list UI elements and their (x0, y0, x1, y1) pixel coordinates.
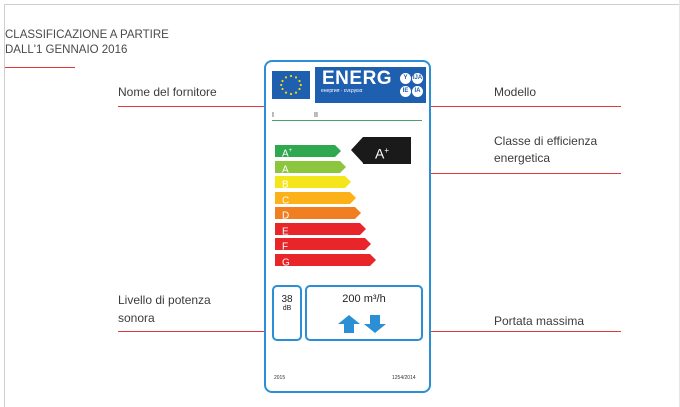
efficiency-bar: F (275, 238, 371, 253)
callout-model-label: Modello (494, 85, 537, 99)
efficiency-bar-letter: G (282, 256, 290, 268)
callout-flow-line (395, 331, 621, 332)
rated-class-letter: A (375, 145, 385, 162)
label-regulation: 1254/2014 (392, 375, 416, 381)
efficiency-bar-letter: D (282, 210, 290, 222)
efficiency-bar: E (275, 222, 366, 237)
supplier-model-rule (272, 120, 422, 121)
efficiency-bar-tip (360, 222, 366, 235)
header-line-1: CLASSIFICAZIONE A PARTIRE (5, 29, 169, 41)
efficiency-bar-letter: A (282, 148, 289, 160)
lang-code-ia: IA (412, 86, 423, 97)
rated-class-arrow-tip (351, 137, 363, 163)
callout-supplier-line (118, 106, 296, 107)
callout-class-label-1: Classe di efficienza (494, 134, 598, 148)
energ-subtitle: енергия · ενεργεια (321, 88, 363, 94)
energ-wordmark: ENERG (322, 68, 393, 89)
sound-power-unit: dB (282, 305, 292, 312)
rated-class-sup: + (384, 146, 390, 155)
header-underline (5, 67, 75, 68)
callout-class-line (397, 173, 621, 174)
efficiency-bar-letter: A (282, 163, 289, 175)
lang-code-ija: IJA (412, 73, 423, 84)
sound-power-box: 38 dB (272, 285, 302, 341)
lang-code-ie: IE (400, 86, 411, 97)
efficiency-bar-tip (355, 207, 361, 219)
efficiency-bar-sup: + (288, 148, 293, 154)
callout-sound-label-1: Livello di potenza (118, 293, 211, 307)
efficiency-bar: D (275, 207, 361, 222)
efficiency-bar-tip (335, 145, 341, 157)
label-year: 2015 (274, 375, 286, 381)
rated-class-arrow: A+ (351, 137, 411, 164)
max-flow-box: 200 m³/h (305, 285, 423, 341)
efficiency-bar-letter: F (282, 241, 289, 253)
lang-code-y: Y (400, 73, 411, 84)
efficiency-bar: A+ (275, 145, 341, 160)
efficiency-bar: G (275, 253, 376, 268)
supplier-field-marker: I (272, 112, 274, 119)
efficiency-bar: A (275, 160, 346, 175)
header-line-2: DALL'1 GENNAIO 2016 (5, 44, 128, 56)
callout-class-label-2: energetica (494, 151, 551, 165)
efficiency-bar-letter: C (282, 194, 290, 206)
efficiency-bar-letter: E (282, 225, 289, 237)
model-field-marker: II (314, 112, 318, 119)
sound-power-value: 38 (281, 294, 293, 305)
efficiency-bar: B (275, 176, 351, 191)
efficiency-bar-tip (370, 253, 376, 266)
efficiency-bar: C (275, 191, 356, 206)
efficiency-bar-tip (345, 176, 351, 188)
callout-supplier-label: Nome del fornitore (118, 85, 217, 99)
efficiency-bar-tip (365, 238, 371, 250)
callout-sound-line (118, 331, 293, 332)
efficiency-bar-letter: B (282, 179, 289, 191)
eu-flag-icon (272, 71, 310, 99)
max-flow-value: 200 m³/h (342, 293, 386, 305)
efficiency-bar-tip (340, 160, 346, 173)
callout-model-line (343, 106, 621, 107)
efficiency-bar-tip (350, 191, 356, 204)
callout-sound-label-2: sonora (118, 311, 155, 325)
figure-frame (4, 4, 680, 407)
airflow-arrows-icon (338, 315, 386, 333)
callout-flow-label: Portata massima (494, 314, 585, 328)
header-title: CLASSIFICAZIONE A PARTIRE DALL'1 GENNAIO… (5, 28, 169, 58)
